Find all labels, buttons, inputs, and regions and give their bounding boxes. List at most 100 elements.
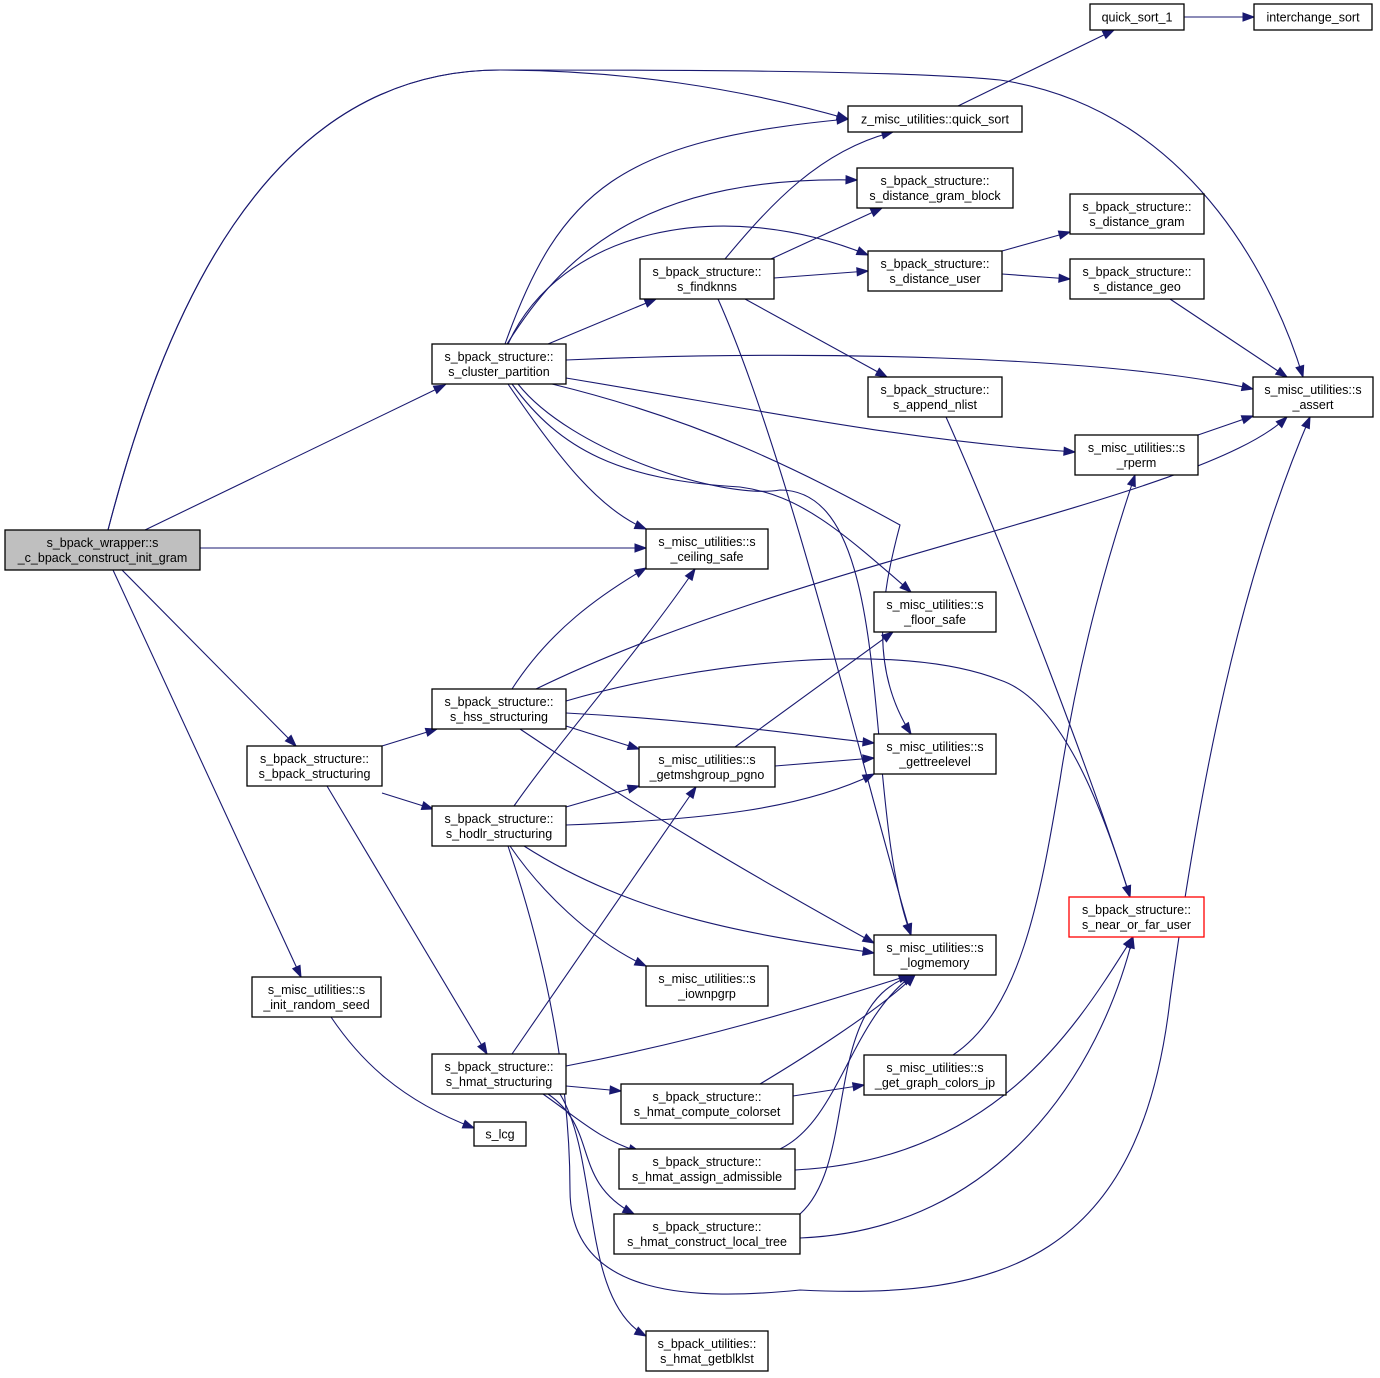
arrowhead — [1101, 29, 1116, 40]
node-logmemory[interactable]: s_misc_utilities::s_logmemory — [873, 934, 997, 976]
node-box — [638, 746, 776, 788]
arrowhead — [874, 367, 889, 378]
node-hmat-construct-local-tree[interactable]: s_bpack_structure::s_hmat_construct_loca… — [613, 1213, 801, 1255]
node-label-line: s_bpack_structure:: — [880, 257, 989, 271]
node-init-random-seed[interactable]: s_misc_utilities::s_init_random_seed — [251, 976, 382, 1018]
node-near-or-far-user[interactable]: s_bpack_structure::s_near_or_far_user — [1068, 896, 1205, 938]
node-bpack-structuring[interactable]: s_bpack_structure::s_bpack_structuring — [246, 745, 383, 787]
node-getmshgroup-pgno[interactable]: s_misc_utilities::s_getmshgroup_pgno — [638, 746, 776, 788]
node-box — [1252, 376, 1374, 418]
edge-cluster_partition-to-floor_safe — [511, 383, 913, 593]
edge-bpack_structuring-to-hmat_structuring — [326, 785, 488, 1056]
edge-cluster_partition-to-rperm — [565, 377, 1077, 456]
arrowhead — [900, 721, 912, 736]
edge-line — [107, 69, 849, 531]
node-ceiling-safe[interactable]: s_misc_utilities::s_ceiling_safe — [645, 528, 769, 570]
node-floor-safe[interactable]: s_misc_utilities::s_floor_safe — [873, 591, 997, 633]
node-hmat-compute-colorset[interactable]: s_bpack_structure::s_hmat_compute_colors… — [620, 1083, 794, 1125]
node-label-line: s_lcg — [485, 1128, 514, 1142]
edge-root-to-init_random_seed — [112, 569, 302, 979]
node-root[interactable]: s_bpack_wrapper::s_c_bpack_construct_ini… — [4, 529, 201, 571]
node-box — [4, 529, 201, 571]
arrowhead — [836, 115, 850, 125]
node-distance-geo[interactable]: s_bpack_structure::s_distance_geo — [1069, 258, 1205, 300]
node-label-line: s_hmat_structuring — [446, 1075, 552, 1089]
arrowhead — [643, 298, 658, 308]
edge-line — [759, 974, 916, 1085]
node-box — [613, 1213, 801, 1255]
edge-line — [509, 845, 647, 967]
edge-root-to-bpack_structuring — [121, 569, 298, 748]
node-gettreelevel[interactable]: s_misc_utilities::s_gettreelevel — [873, 733, 997, 775]
arrowhead — [684, 567, 696, 582]
node-quick-sort[interactable]: z_misc_utilities::quick_sort — [847, 105, 1023, 133]
node-label-line: _logmemory — [900, 956, 971, 970]
node-rperm[interactable]: s_misc_utilities::s_rperm — [1074, 434, 1199, 476]
edge-cluster_partition-to-findknns — [547, 298, 658, 345]
edge-hmat_construct_local_tree-to-near_or_far_user — [799, 935, 1135, 1239]
node-distance-gram[interactable]: s_bpack_structure::s_distance_gram — [1069, 193, 1205, 235]
node-hmat-getblklst[interactable]: s_bpack_utilities::s_hmat_getblklst — [645, 1330, 769, 1372]
node-lcg[interactable]: s_lcg — [473, 1121, 527, 1147]
edge-hmat_compute_colorset-to-get_graph_colors_jp — [792, 1082, 866, 1097]
edge-findknns-to-distance_gram_block — [770, 207, 884, 260]
edge-line — [523, 845, 875, 954]
node-interchange-sort[interactable]: interchange_sort — [1253, 3, 1373, 31]
arrowhead — [869, 207, 884, 218]
node-hodlr-structuring[interactable]: s_bpack_structure::s_hodlr_structuring — [431, 805, 567, 847]
node-label-line: s_bpack_structure:: — [444, 812, 553, 826]
node-box — [867, 376, 1003, 418]
arrowhead — [851, 1082, 866, 1092]
arrowhead — [621, 1204, 636, 1215]
node-box — [1068, 896, 1205, 938]
edge-line — [734, 631, 894, 748]
node-assert[interactable]: s_misc_utilities::s_assert — [1252, 376, 1374, 418]
node-hmat-assign-admissible[interactable]: s_bpack_structure::s_hmat_assign_admissi… — [618, 1148, 796, 1190]
edge-line — [945, 416, 1131, 898]
edge-line — [565, 354, 1254, 390]
arrowhead — [845, 175, 859, 185]
edge-line — [507, 416, 1311, 1295]
arrowhead — [284, 734, 298, 748]
node-findknns[interactable]: s_bpack_structure::s_findknns — [639, 258, 775, 300]
node-label-line: quick_sort_1 — [1102, 11, 1173, 25]
arrowhead — [1240, 381, 1255, 392]
arrowhead — [856, 267, 870, 277]
node-quick-sort-1[interactable]: quick_sort_1 — [1089, 3, 1185, 31]
edge-line — [511, 567, 647, 690]
node-label-line: s_bpack_structure:: — [1082, 265, 1191, 279]
edge-root-to-ceiling_safe — [200, 543, 648, 553]
node-label-line: s_hodlr_structuring — [446, 827, 552, 841]
node-distance-gram-block[interactable]: s_bpack_structure::s_distance_gram_block — [856, 167, 1014, 209]
node-label-line: _assert — [1292, 398, 1335, 412]
node-label-line: s_bpack_utilities:: — [658, 1337, 757, 1351]
arrowhead — [862, 737, 876, 747]
edge-line — [511, 786, 697, 1055]
node-append-nlist[interactable]: s_bpack_structure::s_append_nlist — [867, 376, 1003, 418]
node-label-line: _init_random_seed — [262, 998, 369, 1012]
node-cluster-partition[interactable]: s_bpack_structure::s_cluster_partition — [431, 343, 567, 385]
node-distance-user[interactable]: s_bpack_structure::s_distance_user — [867, 250, 1003, 292]
node-label-line: s_misc_utilities::s — [886, 740, 983, 754]
edge-line — [565, 658, 1131, 898]
node-get-graph-colors-jp[interactable]: s_misc_utilities::s_get_graph_colors_jp — [863, 1054, 1007, 1096]
node-box — [639, 258, 775, 300]
node-box — [1074, 434, 1199, 476]
node-label-line: s_hmat_construct_local_tree — [627, 1235, 787, 1249]
edges-layer — [107, 12, 1311, 1337]
node-hmat-structuring[interactable]: s_bpack_structure::s_hmat_structuring — [431, 1053, 567, 1095]
node-label-line: s_bpack_structure:: — [1082, 200, 1191, 214]
node-hss-structuring[interactable]: s_bpack_structure::s_hss_structuring — [431, 688, 567, 730]
edge-cluster_partition-to-ceiling_safe — [507, 383, 648, 530]
node-label-line: s_append_nlist — [893, 398, 978, 412]
edge-cluster_partition-to-assert — [565, 354, 1255, 392]
arrowhead — [880, 631, 895, 643]
arrowhead — [1301, 415, 1311, 430]
node-iownpgrp[interactable]: s_misc_utilities::s_iownpgrp — [645, 965, 769, 1007]
edge-rperm-to-assert — [1197, 415, 1255, 436]
edge-line — [330, 1016, 475, 1129]
node-label-line: s_bpack_structure:: — [880, 383, 989, 397]
edge-line — [547, 298, 657, 345]
edge-line — [504, 118, 849, 345]
edge-append_nlist-to-near_or_far_user — [945, 416, 1132, 899]
